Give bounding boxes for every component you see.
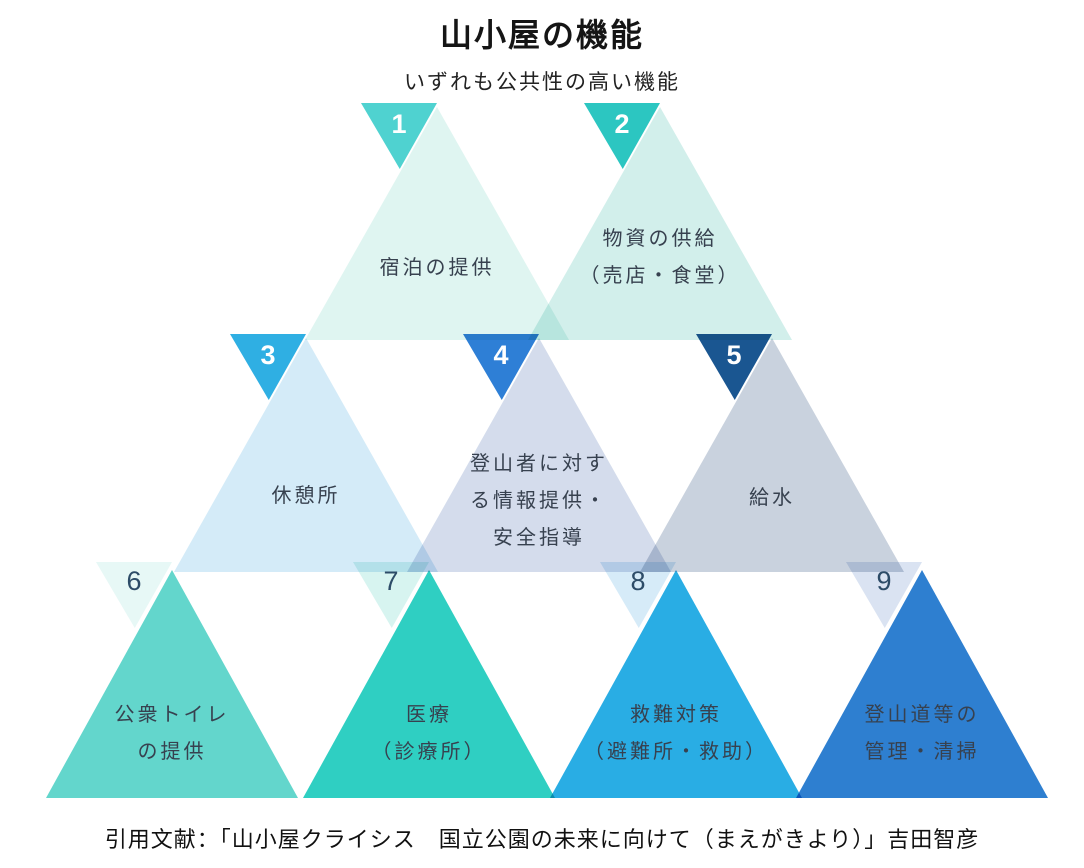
label-medical: 医療 （診療所） xyxy=(371,704,487,763)
label-water-supply: 給水 xyxy=(749,487,795,509)
step-number-1: 1 xyxy=(391,109,407,139)
label-rescue: 救難対策 （避難所・救助） xyxy=(584,704,768,763)
label-public-toilet: 公衆トイレ の提供 xyxy=(114,704,230,763)
step-number-7: 7 xyxy=(383,566,399,596)
label-rest-area: 休憩所 xyxy=(271,485,341,507)
step-number-5: 5 xyxy=(726,340,742,370)
step-number-8: 8 xyxy=(630,566,646,596)
page-subtitle: いずれも公共性の高い機能 xyxy=(404,71,680,94)
label-info-safety: 登山者に対す る情報提供・ 安全指導 xyxy=(470,453,608,549)
label-supplies: 物資の供給 （売店・食堂） xyxy=(579,228,741,287)
step-number-4: 4 xyxy=(493,340,509,370)
label-lodging: 宿泊の提供 xyxy=(379,257,495,279)
step-number-9: 9 xyxy=(876,566,892,596)
page-title: 山小屋の機能 xyxy=(439,17,644,53)
step-number-2: 2 xyxy=(614,109,630,139)
step-number-3: 3 xyxy=(260,340,276,370)
label-trail-maintenance: 登山道等の 管理・清掃 xyxy=(864,704,980,763)
step-number-6: 6 xyxy=(126,566,142,596)
citation-text: 引用文献：「山小屋クライシス 国立公園の未来に向けて（まえがきより）」吉田智彦 xyxy=(104,827,980,852)
